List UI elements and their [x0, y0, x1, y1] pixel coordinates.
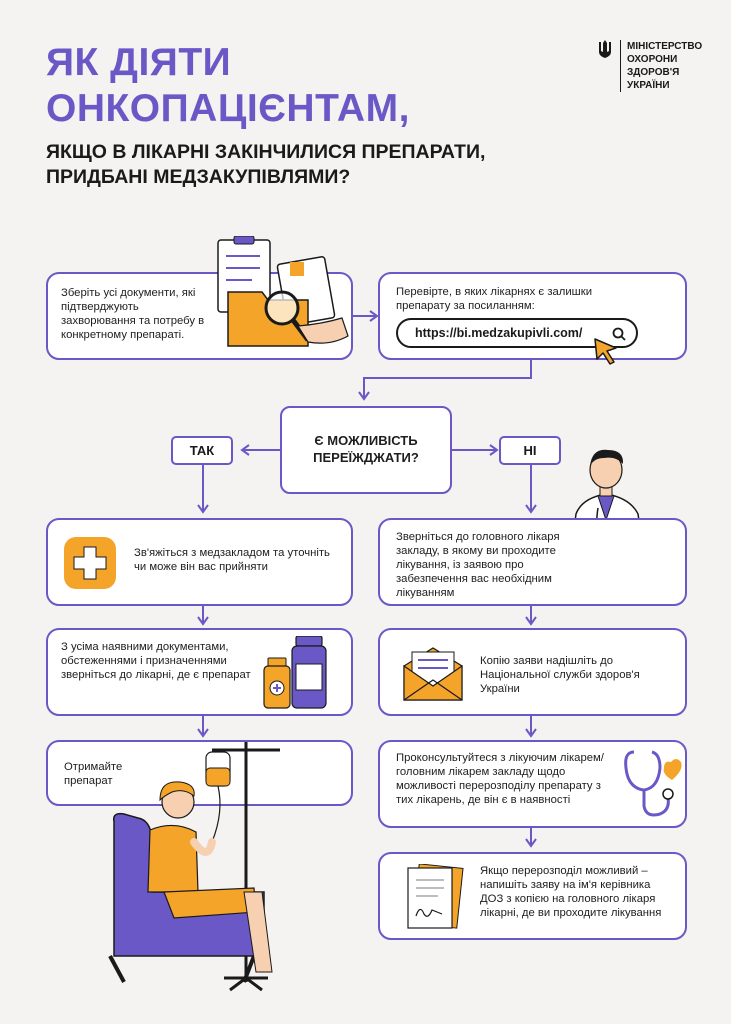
answer-no-label: НІ — [523, 443, 537, 458]
patient-iv-illustration — [108, 742, 280, 992]
no-statement-text: Якщо перерозподіл можливий – напишіть за… — [480, 865, 662, 919]
ministry-logo: МІНІСТЕРСТВО ОХОРОНИ ЗДОРОВ'Я УКРАЇНИ — [598, 40, 707, 92]
logo-line-2: ОХОРОНИ — [627, 54, 678, 65]
documents-magnifier-icon — [217, 236, 349, 347]
step-yes-contact: Зв'яжіться з медзакладом та уточніть чи … — [46, 518, 353, 606]
question-box: Є МОЖЛИВІСТЬ ПЕРЕЇЖДЖАТИ? — [280, 406, 452, 494]
step-no-consult: Проконсультуйтеся з лікуючим лікарем/гол… — [378, 740, 687, 828]
subtitle-line-2: ПРИДБАНІ МЕДЗАКУПІВЛЯМИ? — [46, 166, 351, 188]
step-no-statement: Якщо перерозподіл можливий – напишіть за… — [378, 852, 687, 940]
logo-line-3: ЗДОРОВ'Я — [627, 67, 680, 78]
title-line-1: ЯК ДІЯТИ — [46, 41, 232, 84]
step-no-nszu: Копію заяви надішліть до Національної сл… — [378, 628, 687, 716]
no-chief-doctor-text: Зверніться до головного лікаря закладу, … — [396, 531, 560, 599]
no-consult-text: Проконсультуйтеся з лікуючим лікарем/гол… — [396, 752, 604, 806]
title-line-2: ОНКОПАЦІЄНТАМ, — [46, 87, 410, 130]
question-text: Є МОЖЛИВІСТЬ ПЕРЕЇЖДЖАТИ? — [313, 433, 419, 465]
subtitle-line-1: ЯКЩО В ЛІКАРНІ ЗАКІНЧИЛИСЯ ПРЕПАРАТИ, — [46, 141, 486, 163]
trident-icon — [599, 40, 611, 58]
check-hospitals-text: Перевірте, в яких лікарнях є залишки пре… — [396, 286, 593, 312]
yes-visit-text: З усіма наявними документами, обстеження… — [61, 641, 251, 681]
no-nszu-text: Копію заяви надішліть до Національної сл… — [480, 655, 640, 695]
answer-yes-label: ТАК — [189, 443, 215, 458]
answer-yes[interactable]: ТАК — [171, 436, 233, 465]
document-signature-icon — [407, 864, 464, 929]
pill-bottles-icon — [263, 636, 327, 709]
envelope-icon — [403, 647, 463, 701]
answer-no[interactable]: НІ — [499, 436, 561, 465]
page-subtitle: ЯКЩО В ЛІКАРНІ ЗАКІНЧИЛИСЯ ПРЕПАРАТИ, ПР… — [46, 140, 485, 190]
yes-contact-text: Зв'яжіться з медзакладом та уточніть чи … — [134, 547, 330, 573]
step-yes-receive: Отримайте препарат — [46, 740, 353, 806]
yes-receive-text: Отримайте препарат — [64, 761, 123, 787]
medical-cross-icon — [64, 537, 116, 589]
stethoscope-heart-icon — [624, 750, 682, 817]
page-title: ЯК ДІЯТИ ОНКОПАЦІЄНТАМ, — [46, 40, 410, 132]
logo-line-1: МІНІСТЕРСТВО — [627, 41, 703, 52]
url-text: https://bi.medzakupivli.com/ — [415, 326, 583, 340]
collect-docs-text: Зберіть усі документи, які підтверджують… — [61, 287, 205, 341]
step-no-chief-doctor: Зверніться до головного лікаря закладу, … — [378, 518, 687, 606]
cursor-icon — [594, 338, 617, 365]
search-icon — [612, 327, 626, 341]
logo-line-4: УКРАЇНИ — [627, 80, 670, 91]
